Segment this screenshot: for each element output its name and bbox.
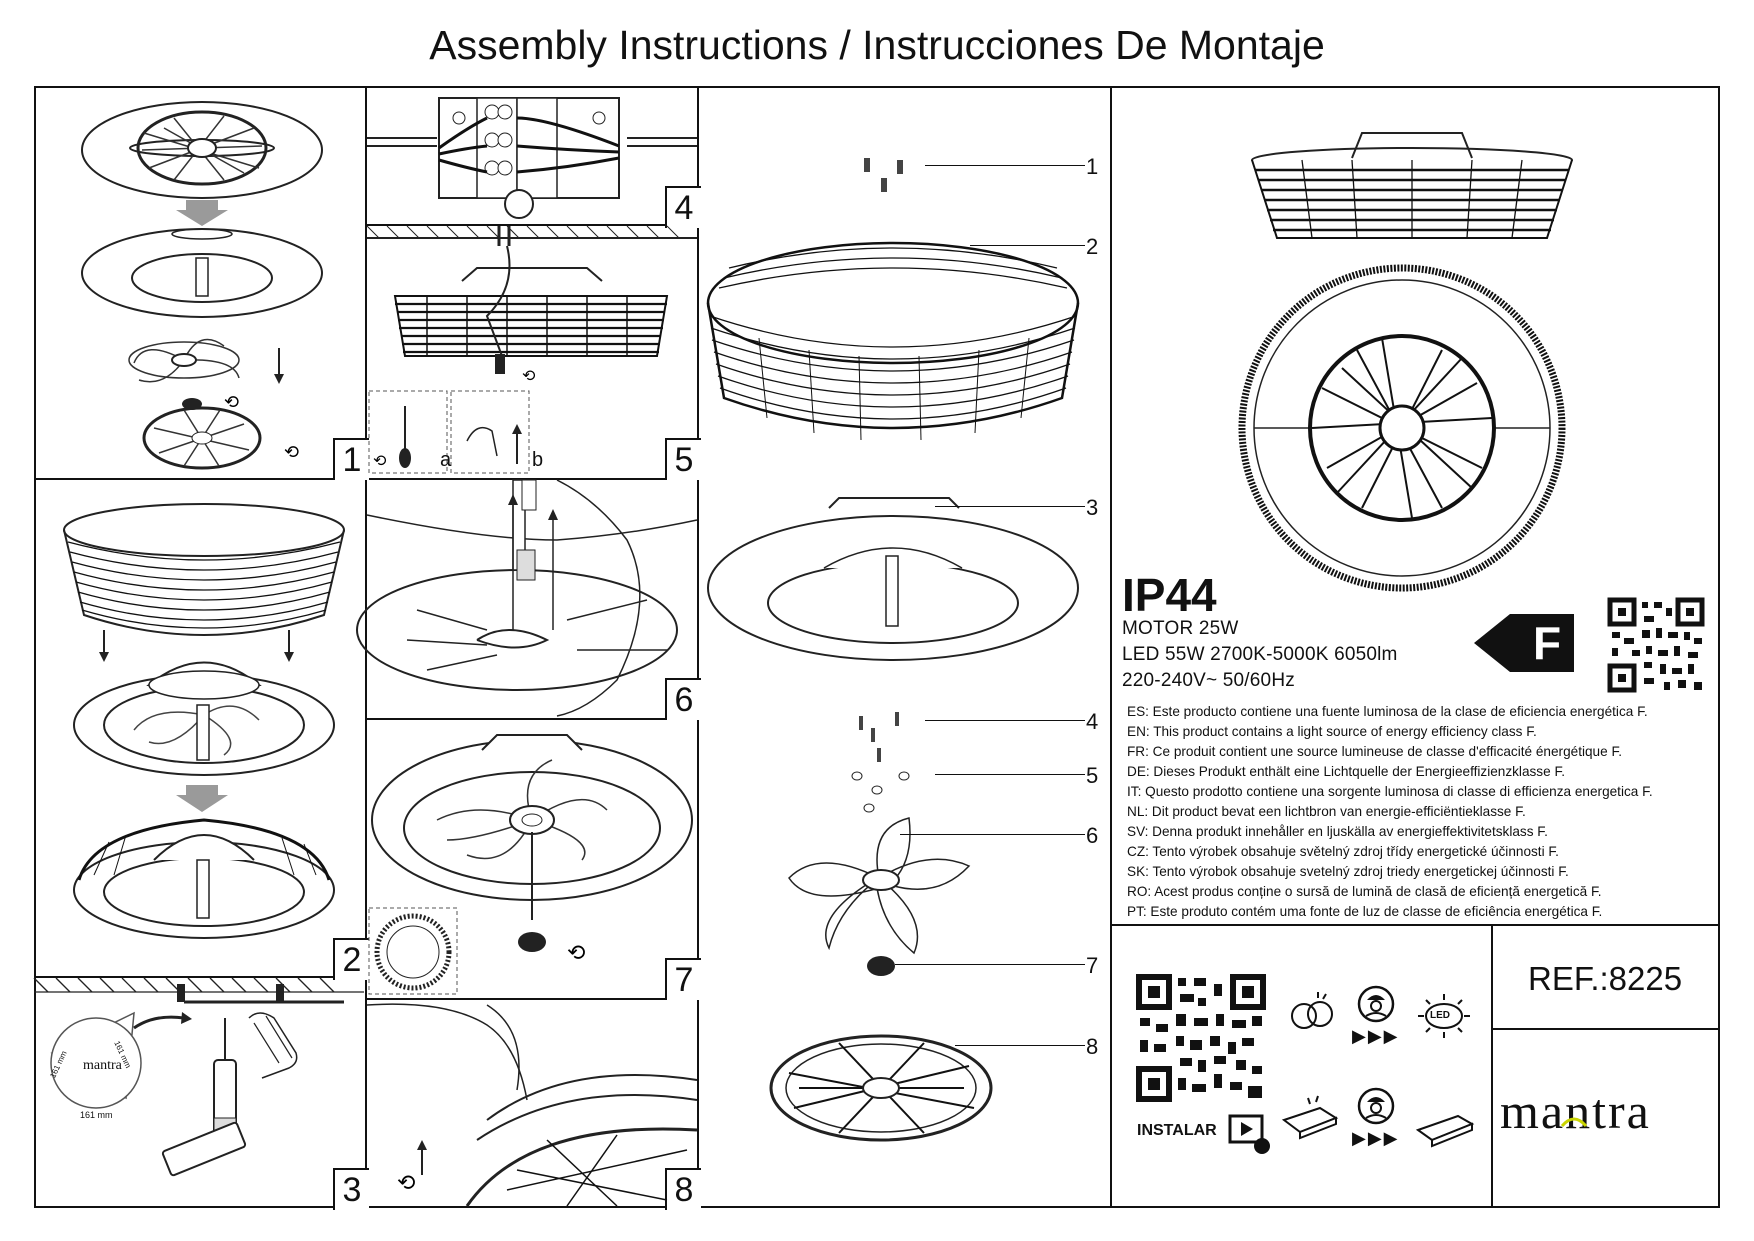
efficiency-statement-en: EN: This product contains a light source…	[1127, 724, 1537, 739]
led-spec: LED 55W 2700K-5000K 6050lm	[1122, 644, 1398, 665]
divider	[1110, 924, 1720, 926]
step-number-4: 4	[665, 186, 701, 228]
brand-logo-accent	[1560, 1117, 1588, 1128]
svg-text:⟲: ⟲	[397, 1171, 415, 1196]
brand-logo: mantra	[1500, 1083, 1651, 1139]
divider	[365, 86, 367, 1208]
step2-illustration	[63, 503, 345, 939]
efficiency-statement-it: IT: Questo prodotto contiene una sorgent…	[1127, 784, 1653, 799]
voltage-spec: 220-240V~ 50/60Hz	[1122, 670, 1295, 691]
parts-exploded-view	[706, 158, 1080, 1142]
efficiency-statement-cz: CZ: Tento výrobek obsahuje světelný zdro…	[1127, 844, 1559, 859]
step-number-3: 3	[333, 1168, 369, 1210]
led-icon	[1418, 994, 1470, 1038]
step-number-8: 8	[665, 1168, 701, 1210]
efficiency-statement-sv: SV: Denna produkt innehåller en ljuskäll…	[1127, 824, 1548, 839]
divider	[365, 478, 697, 480]
svg-text:⟲: ⟲	[522, 366, 536, 385]
install-label[interactable]: INSTALAR	[1137, 1122, 1217, 1139]
qr-code-icon[interactable]	[1136, 974, 1266, 1102]
divider	[1491, 924, 1493, 1208]
step-number-7: 7	[665, 958, 701, 1000]
step-number-1: 1	[333, 438, 369, 480]
template-dim-bottom: 161 mm	[80, 1110, 113, 1120]
divider	[1491, 1028, 1720, 1030]
qr-code-icon[interactable]	[1607, 597, 1705, 693]
leader-line	[900, 834, 1085, 835]
efficiency-statement-es: ES: Este producto contiene una fuente lu…	[1127, 704, 1648, 719]
divider	[365, 718, 697, 720]
part-number-1: 1	[1086, 154, 1099, 179]
divider	[1110, 86, 1112, 1208]
step-number-2: 2	[333, 938, 369, 980]
step5-sub-b: b	[532, 449, 544, 471]
svg-text:⟲: ⟲	[373, 451, 387, 470]
divider	[697, 86, 699, 1208]
technician-icon	[1357, 985, 1395, 1023]
arrow-right-icon: ▶▶▶	[1352, 1026, 1400, 1046]
svg-text:⟲: ⟲	[567, 941, 585, 966]
video-play-icon[interactable]	[1228, 1114, 1274, 1156]
bulb-replace-icon	[1291, 992, 1333, 1029]
part-number-2: 2	[1086, 234, 1099, 259]
product-views	[1238, 132, 1573, 592]
step6-illustration	[356, 479, 698, 717]
efficiency-statement-ro: RO: Acest produs conține o sursă de lumi…	[1127, 884, 1602, 899]
leader-line	[970, 245, 1085, 246]
divider	[34, 976, 365, 978]
leader-line	[935, 774, 1085, 775]
step4-illustration	[367, 97, 697, 219]
leader-line	[925, 720, 1085, 721]
technician-icon	[1357, 1087, 1395, 1125]
part-number-6: 6	[1086, 823, 1099, 848]
reference-number: REF.:8225	[1528, 960, 1683, 997]
leader-line	[935, 506, 1085, 507]
leader-line	[925, 165, 1085, 166]
divider	[365, 998, 697, 1000]
step3-illustration	[33, 977, 364, 1177]
step-number-5: 5	[665, 438, 701, 480]
part-number-5: 5	[1086, 763, 1099, 788]
step-number-6: 6	[665, 678, 701, 720]
part-number-7: 7	[1086, 953, 1099, 978]
led-icon-label: LED	[1430, 1010, 1450, 1021]
efficiency-statement-nl: NL: Dit product bevat een lichtbron van …	[1127, 804, 1526, 819]
svg-text:⟲: ⟲	[284, 442, 299, 463]
svg-text:⟲: ⟲	[224, 392, 239, 413]
step1-illustration: ⟲ ⟲	[81, 101, 323, 470]
driver-icon	[1415, 1114, 1475, 1148]
divider	[34, 478, 365, 480]
driver-icon	[1281, 1095, 1339, 1140]
efficiency-statement-sk: SK: Tento výrobok obsahuje svetelný zdro…	[1127, 864, 1569, 879]
template-brand: mantra	[83, 1058, 122, 1073]
step5-sub-a: a	[440, 449, 452, 471]
arrow-right-icon: ▶▶▶	[1352, 1128, 1400, 1148]
efficiency-statement-de: DE: Dieses Produkt enthält eine Lichtque…	[1127, 764, 1566, 779]
energy-class-letter: F	[1532, 617, 1562, 669]
energy-class-arrow-icon	[1474, 614, 1574, 672]
part-number-8: 8	[1086, 1034, 1099, 1059]
step8-illustration: ⟲	[366, 1003, 698, 1207]
step7-illustration: ⟲	[368, 734, 693, 995]
part-number-4: 4	[1086, 709, 1099, 734]
efficiency-statement-fr: FR: Ce produit contient une source lumin…	[1127, 744, 1623, 759]
step5-illustration: ⟲ ⟲	[366, 225, 697, 474]
ip-rating: IP44	[1122, 569, 1217, 621]
page-title: Assembly Instructions / Instrucciones De…	[429, 22, 1325, 68]
efficiency-statement-pt: PT: Este produto contém uma fonte de luz…	[1127, 904, 1603, 919]
part-number-3: 3	[1086, 495, 1099, 520]
motor-spec: MOTOR 25W	[1122, 618, 1239, 639]
divider	[365, 224, 697, 226]
instruction-frame	[34, 86, 1720, 1208]
leader-line	[895, 964, 1085, 965]
leader-line	[955, 1045, 1085, 1046]
